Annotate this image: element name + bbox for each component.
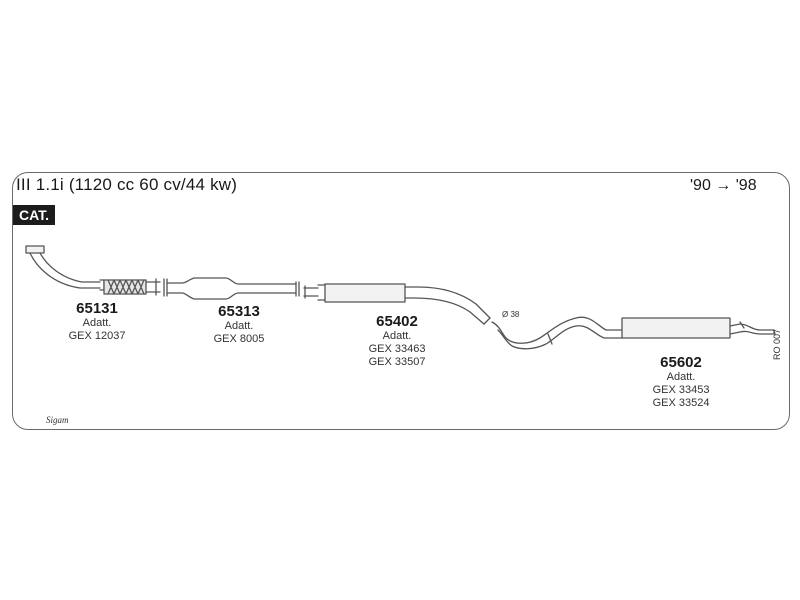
part-label-65313: 65313 Adatt. GEX 8005 [194,303,284,346]
part-label-65602: 65602 Adatt. GEX 33453 GEX 33524 [636,354,726,410]
drawing-code: RO 007 [772,328,782,360]
part-ref: GEX 33507 [368,356,426,368]
part-ref: GEX 33463 [368,343,426,355]
part-adapter: Adatt. [82,317,112,329]
diameter-note: Ø 38 [502,310,520,319]
brand-logo: Sigam [46,415,69,425]
part-adapter: Adatt. [666,371,696,383]
part-adapter: Adatt. [382,330,412,342]
cat-badge: CAT. [13,205,56,225]
part-65313-catalyst [163,277,300,300]
part-adapter: Adatt. [224,320,254,332]
part-65402-center-muffler [303,283,491,325]
part-number: 65402 [376,313,418,330]
part-number: 65313 [218,303,260,320]
part-ref: GEX 33524 [652,397,710,409]
part-ref: GEX 33453 [652,384,710,396]
year-range: '90 → '98 [690,177,757,194]
vehicle-title: III 1.1i (1120 cc 60 cv/44 kw) [16,175,238,194]
part-65131-downpipe [25,245,161,296]
part-ref: GEX 12037 [68,330,126,342]
part-number: 65131 [76,300,118,317]
part-label-65131: 65131 Adatt. GEX 12037 [52,300,142,343]
part-label-65402: 65402 Adatt. GEX 33463 GEX 33507 [352,313,442,369]
part-ref: GEX 8005 [213,333,265,345]
part-65602-rear-muffler [491,316,776,350]
part-number: 65602 [660,354,702,371]
